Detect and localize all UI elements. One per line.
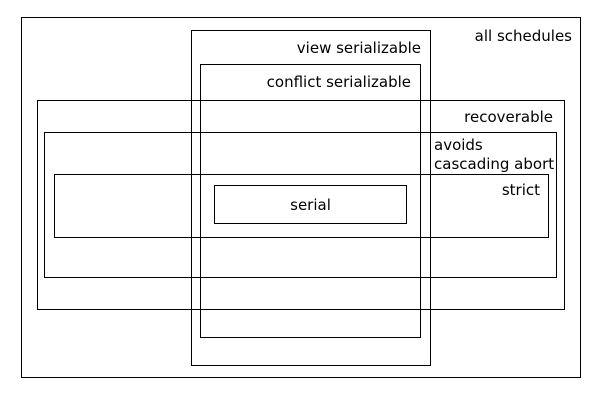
view-serializable-label: view serializable	[296, 39, 421, 57]
all-schedules-region	[21, 17, 581, 378]
strict-region	[54, 174, 549, 238]
strict-label: strict	[501, 181, 540, 199]
serial-label: serial	[290, 196, 331, 214]
avoids-cascading-abort-region	[44, 132, 557, 278]
recoverable-label: recoverable	[464, 108, 553, 126]
conflict-serializable-region	[200, 64, 421, 338]
avoids-cascading-abort-label-line2: cascading abort	[434, 155, 555, 173]
recoverable-region	[37, 100, 565, 310]
view-serializable-region	[191, 30, 431, 366]
avoids-cascading-abort-label-line1: avoids	[434, 136, 483, 154]
serial-region	[214, 185, 407, 224]
conflict-serializable-label: conflict serializable	[266, 73, 411, 91]
all-schedules-label: all schedules	[474, 27, 572, 45]
